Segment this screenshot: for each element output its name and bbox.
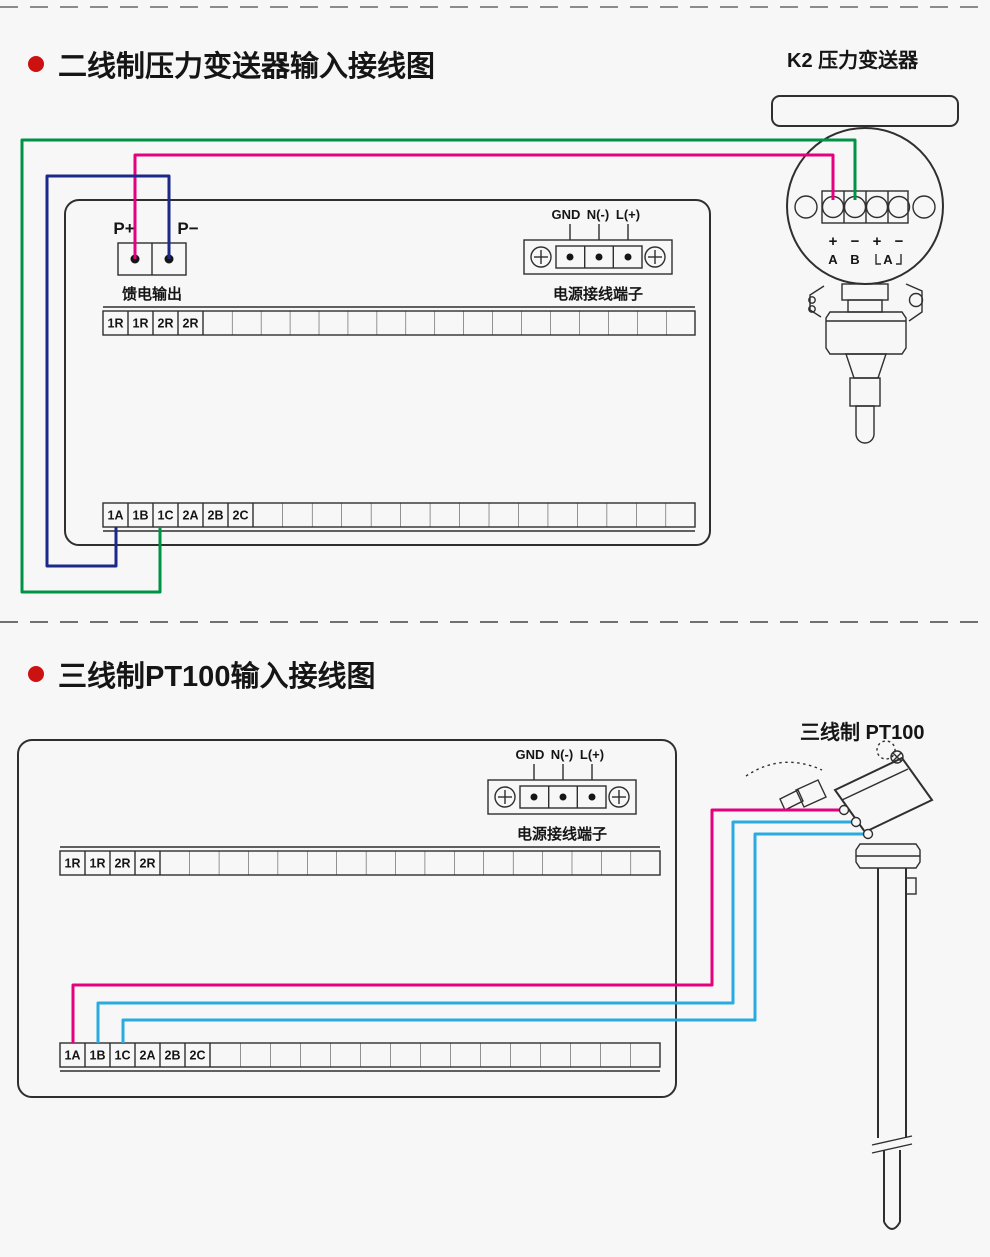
wire-magenta-signal bbox=[133, 153, 835, 259]
wire-blue-pt100-2 bbox=[121, 832, 868, 1043]
input-cell-label: 1A bbox=[108, 509, 124, 523]
relay-cell-label: 1R bbox=[108, 317, 124, 331]
power-gnd-label: GND bbox=[516, 747, 545, 762]
relay-cell-label: 1R bbox=[90, 857, 106, 871]
transmitter-polarity-label: + bbox=[829, 233, 838, 250]
relay-cell-label: 2R bbox=[140, 857, 156, 871]
power-live-label: L(+) bbox=[616, 207, 640, 222]
input-cell-label: 1B bbox=[133, 509, 149, 523]
instrument-box-outline bbox=[17, 739, 677, 1098]
relay-cell-label: 2R bbox=[183, 317, 199, 331]
probe-tip bbox=[883, 1221, 901, 1230]
transmitter-device-label: K2 压力变送器 bbox=[787, 48, 919, 72]
instrument-box-outline bbox=[64, 199, 711, 546]
screw-icon bbox=[644, 246, 666, 268]
pressure-transmitter-drawing: + − + − A B A bbox=[771, 95, 959, 444]
screw-icon bbox=[912, 195, 936, 219]
dotted-cap-outline bbox=[876, 740, 896, 760]
power-terminal-s2: GND N(-) L(+) 电源接线端子 bbox=[487, 747, 637, 843]
cable-gland-nut bbox=[779, 789, 804, 811]
bullet-icon bbox=[28, 666, 44, 682]
relay-cell-label: 1R bbox=[65, 857, 81, 871]
screw-icon bbox=[608, 786, 630, 808]
input-cell-label: 2A bbox=[183, 509, 199, 523]
feed-terminal-plus-label: P+ bbox=[113, 219, 134, 238]
power-neutral-label: N(-) bbox=[587, 207, 609, 222]
wire-magenta-pt100 bbox=[71, 808, 844, 1043]
relay-strip-outline bbox=[102, 310, 696, 336]
section-title-three-wire: 三线制PT100输入接线图 bbox=[58, 659, 375, 693]
transmitter-polarity-label: − bbox=[851, 233, 860, 250]
input-strip-outline bbox=[59, 1042, 661, 1068]
section-two-wire: 二线制压力变送器输入接线图 K2 压力变送器 P+ P− 馈电输出 GND N(… bbox=[20, 48, 959, 594]
cap-screw-icon bbox=[890, 750, 904, 764]
bullet-icon bbox=[28, 56, 44, 72]
relay-cell-label: 2R bbox=[115, 857, 131, 871]
pt100-sensor-drawing bbox=[745, 740, 934, 1230]
feed-output-terminal: P+ P− 馈电输出 bbox=[113, 219, 198, 303]
wire-blue-pt100-1 bbox=[96, 820, 856, 1043]
screw-icon bbox=[494, 786, 516, 808]
input-strip-s2: 1A 1B 1C 2A 2B 2C bbox=[59, 1042, 661, 1072]
screw-icon bbox=[794, 195, 818, 219]
transmitter-polarity-label: − bbox=[895, 233, 904, 250]
screw-icon bbox=[530, 246, 552, 268]
transmitter-polarity-label: + bbox=[873, 233, 882, 250]
transmitter-channel-label: A bbox=[828, 252, 838, 267]
input-cell-label: 1A bbox=[65, 1049, 81, 1063]
hex-collar bbox=[855, 843, 921, 869]
power-terminal-block bbox=[487, 779, 637, 815]
transmitter-channel-label: A bbox=[883, 252, 893, 267]
input-cell-label: 2A bbox=[140, 1049, 156, 1063]
break-mark bbox=[871, 1135, 913, 1146]
input-strip-s1: 1A 1B 1C 2A 2B 2C bbox=[102, 502, 696, 532]
pt100-wire-terminals bbox=[838, 804, 874, 840]
power-terminal-block bbox=[523, 239, 673, 275]
input-cell-label: 2B bbox=[165, 1049, 181, 1063]
input-cell-label: 1B bbox=[90, 1049, 106, 1063]
input-cell-label: 1C bbox=[158, 509, 174, 523]
input-cell-label: 2C bbox=[233, 509, 249, 523]
power-gnd-label: GND bbox=[552, 207, 581, 222]
relay-strip-s1: 1R 1R 2R 2R bbox=[102, 306, 696, 336]
wire-green-signal bbox=[20, 138, 857, 594]
power-terminal-s1: GND N(-) L(+) 电源接线端子 bbox=[523, 207, 673, 303]
transmitter-cap bbox=[771, 95, 959, 127]
input-cell-label: 1C bbox=[115, 1049, 131, 1063]
power-live-label: L(+) bbox=[580, 747, 604, 762]
dotted-cable bbox=[745, 761, 823, 777]
relay-strip-outline bbox=[59, 850, 661, 876]
transmitter-channel-label: B bbox=[850, 252, 859, 267]
relay-strip-s2: 1R 1R 2R 2R bbox=[59, 846, 661, 876]
input-cell-label: 2B bbox=[208, 509, 224, 523]
input-cell-label: 2C bbox=[190, 1049, 206, 1063]
pt100-device-label: 三线制 PT100 bbox=[800, 720, 924, 744]
relay-cell-label: 2R bbox=[158, 317, 174, 331]
page-dashed-borders bbox=[0, 6, 990, 623]
wire-navy-signal bbox=[45, 174, 171, 568]
feed-output-caption: 馈电输出 bbox=[121, 285, 182, 303]
input-strip-outline bbox=[102, 502, 696, 528]
relay-cell-label: 1R bbox=[133, 317, 149, 331]
transmitter-body bbox=[825, 283, 907, 444]
section-three-wire: 三线制PT100输入接线图 三线制 PT100 GND N(-) L(+) bbox=[17, 659, 934, 1230]
power-terminal-caption: 电源接线端子 bbox=[553, 285, 643, 303]
probe-tag bbox=[905, 877, 917, 895]
feed-terminal-minus-label: P− bbox=[177, 219, 198, 238]
transmitter-conduit-brackets bbox=[808, 283, 924, 322]
section-title-two-wire: 二线制压力变送器输入接线图 bbox=[58, 49, 435, 83]
power-neutral-label: N(-) bbox=[551, 747, 573, 762]
power-terminal-caption: 电源接线端子 bbox=[517, 825, 607, 843]
channel-bracket bbox=[875, 254, 902, 265]
